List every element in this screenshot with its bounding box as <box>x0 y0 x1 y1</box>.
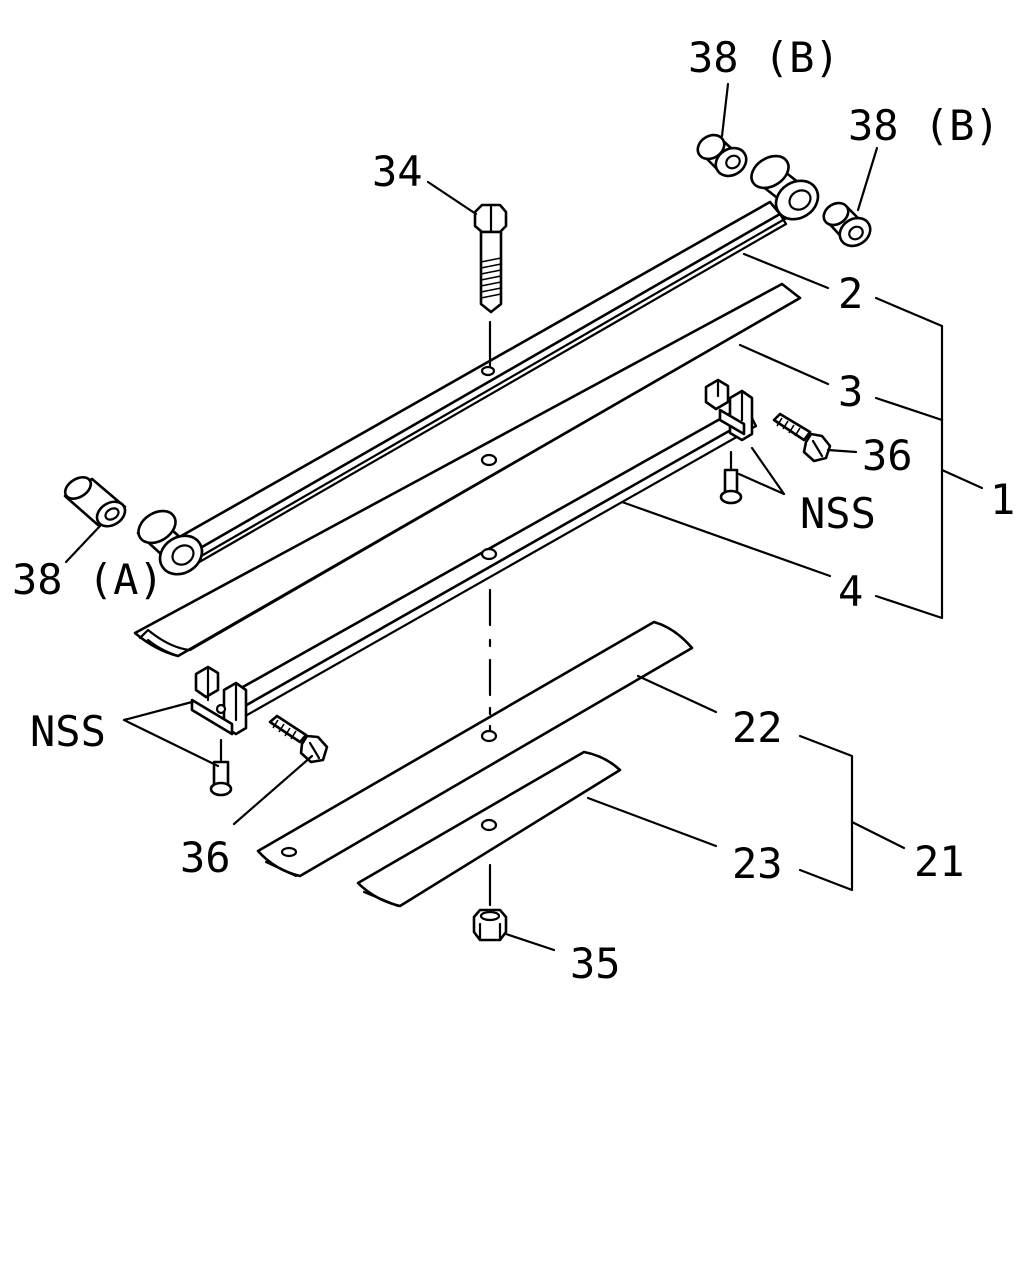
label-nss-left: NSS <box>30 707 106 756</box>
label-21: 21 <box>914 837 965 886</box>
callouts: 38 (B) 38 (B) 34 2 3 36 1 NSS 38 (A) 4 N… <box>12 33 1015 988</box>
label-38a: 38 (A) <box>12 555 164 604</box>
label-34: 34 <box>372 147 423 196</box>
center-bolt-34 <box>473 203 508 314</box>
leaf-22 <box>256 620 694 878</box>
label-2: 2 <box>838 269 863 318</box>
leaf-4-center-hole <box>480 547 498 561</box>
leaf-2 <box>158 200 792 574</box>
nut-35 <box>472 908 508 942</box>
label-23: 23 <box>732 839 783 888</box>
bushing-38a <box>63 476 127 528</box>
leaf-22-end-hole <box>280 846 298 858</box>
leaf-3-center-hole <box>480 453 498 467</box>
label-36-left: 36 <box>180 833 231 882</box>
label-38b-right: 38 (B) <box>848 101 1000 150</box>
leaf-2-eye-left <box>136 509 204 576</box>
leaf-2-eye-right <box>750 154 820 221</box>
bushing-38b-top <box>696 133 748 178</box>
label-1: 1 <box>990 475 1015 524</box>
label-4: 4 <box>838 567 863 616</box>
bushing-38b-right <box>822 201 872 248</box>
label-35: 35 <box>570 939 621 988</box>
clip-screw-right <box>719 450 743 505</box>
leader-lines <box>64 82 984 952</box>
rebound-clip-left <box>190 665 248 736</box>
leaf-2-center-hole <box>480 365 496 377</box>
rebound-clip-right <box>704 378 754 442</box>
label-22: 22 <box>732 703 783 752</box>
leaf-23-center-hole <box>480 818 498 832</box>
clip-bolt-36-left <box>268 714 329 764</box>
leaf-3 <box>133 282 802 658</box>
leaf-22-center-hole <box>480 729 498 743</box>
label-38b-top: 38 (B) <box>688 33 840 82</box>
clip-screw-left <box>209 738 233 797</box>
label-36-right: 36 <box>862 431 913 480</box>
label-3: 3 <box>838 367 863 416</box>
clip-bolt-36-right <box>772 412 832 463</box>
label-nss-right: NSS <box>800 489 876 538</box>
